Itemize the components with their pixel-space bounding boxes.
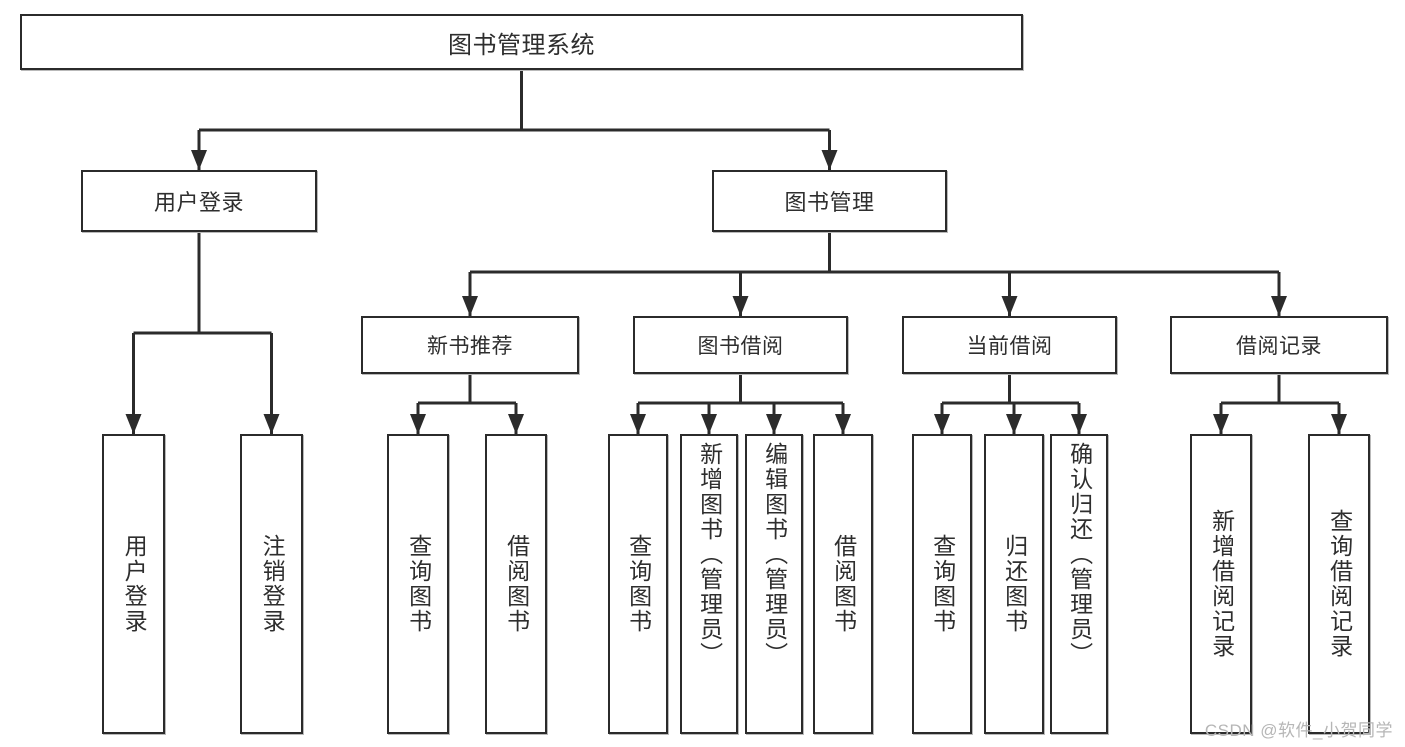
arrow-head: [732, 296, 749, 316]
node-login[interactable]: 用户登录: [81, 170, 317, 232]
node-label: 查询图书: [929, 534, 956, 634]
node-leaf7[interactable]: 编辑图书（管理员）: [745, 434, 803, 734]
node-label: 借阅图书: [503, 534, 530, 634]
node-borrow[interactable]: 图书借阅: [633, 316, 848, 374]
arrow-head: [462, 296, 478, 316]
arrow-head: [508, 414, 524, 434]
arrow-head: [934, 414, 950, 434]
node-leaf9[interactable]: 查询图书: [912, 434, 972, 734]
arrow-head: [263, 414, 280, 434]
node-label: 新增借阅记录: [1208, 509, 1235, 659]
arrow-head: [1331, 414, 1347, 434]
arrow-head: [821, 150, 838, 170]
node-bookmgmt[interactable]: 图书管理: [712, 170, 947, 232]
arrow-head: [766, 414, 782, 434]
node-label: 图书管理系统: [448, 31, 595, 59]
arrow-head: [701, 414, 717, 434]
node-label: 用户登录: [121, 534, 148, 634]
node-leaf1[interactable]: 用户登录: [102, 434, 165, 734]
watermark-text: CSDN @软件_小贺同学: [1204, 721, 1393, 740]
arrow-head: [630, 414, 646, 434]
node-root[interactable]: 图书管理系统: [20, 14, 1023, 70]
node-label: 图书借阅: [697, 335, 784, 358]
node-label: 查询图书: [405, 534, 432, 634]
node-label: 编辑图书（管理员）: [761, 442, 788, 667]
node-label: 注销登录: [259, 534, 286, 634]
node-label: 归还图书: [1001, 534, 1028, 634]
arrow-head: [1071, 414, 1087, 434]
node-newbook[interactable]: 新书推荐: [361, 316, 579, 374]
node-label: 查询借阅记录: [1326, 509, 1353, 659]
arrow-head: [191, 150, 207, 170]
arrow-head: [410, 414, 426, 434]
node-label: 图书管理: [784, 190, 875, 215]
node-leaf6[interactable]: 新增图书（管理员）: [680, 434, 738, 734]
node-label: 借阅记录: [1236, 335, 1322, 358]
node-label: 确认归还（管理员）: [1066, 442, 1093, 667]
arrow-head: [1006, 414, 1022, 434]
node-leaf12[interactable]: 新增借阅记录: [1190, 434, 1252, 734]
node-label: 当前借阅: [966, 335, 1053, 358]
node-label: 新书推荐: [427, 335, 513, 358]
node-leaf4[interactable]: 借阅图书: [485, 434, 547, 734]
node-label: 用户登录: [153, 190, 244, 215]
node-label: 借阅图书: [830, 534, 857, 634]
node-leaf3[interactable]: 查询图书: [387, 434, 449, 734]
node-leaf5[interactable]: 查询图书: [608, 434, 668, 734]
node-leaf2[interactable]: 注销登录: [240, 434, 303, 734]
node-label: 新增图书（管理员）: [696, 442, 723, 667]
node-leaf8[interactable]: 借阅图书: [813, 434, 873, 734]
arrow-head: [1213, 414, 1229, 434]
node-leaf13[interactable]: 查询借阅记录: [1308, 434, 1370, 734]
arrow-head: [835, 414, 851, 434]
node-leaf10[interactable]: 归还图书: [984, 434, 1044, 734]
node-records[interactable]: 借阅记录: [1170, 316, 1388, 374]
node-current[interactable]: 当前借阅: [902, 316, 1117, 374]
arrow-head: [1271, 296, 1287, 316]
node-label: 查询图书: [625, 534, 652, 634]
node-leaf11[interactable]: 确认归还（管理员）: [1050, 434, 1108, 734]
arrow-head: [1001, 296, 1018, 316]
arrow-head: [125, 414, 142, 434]
